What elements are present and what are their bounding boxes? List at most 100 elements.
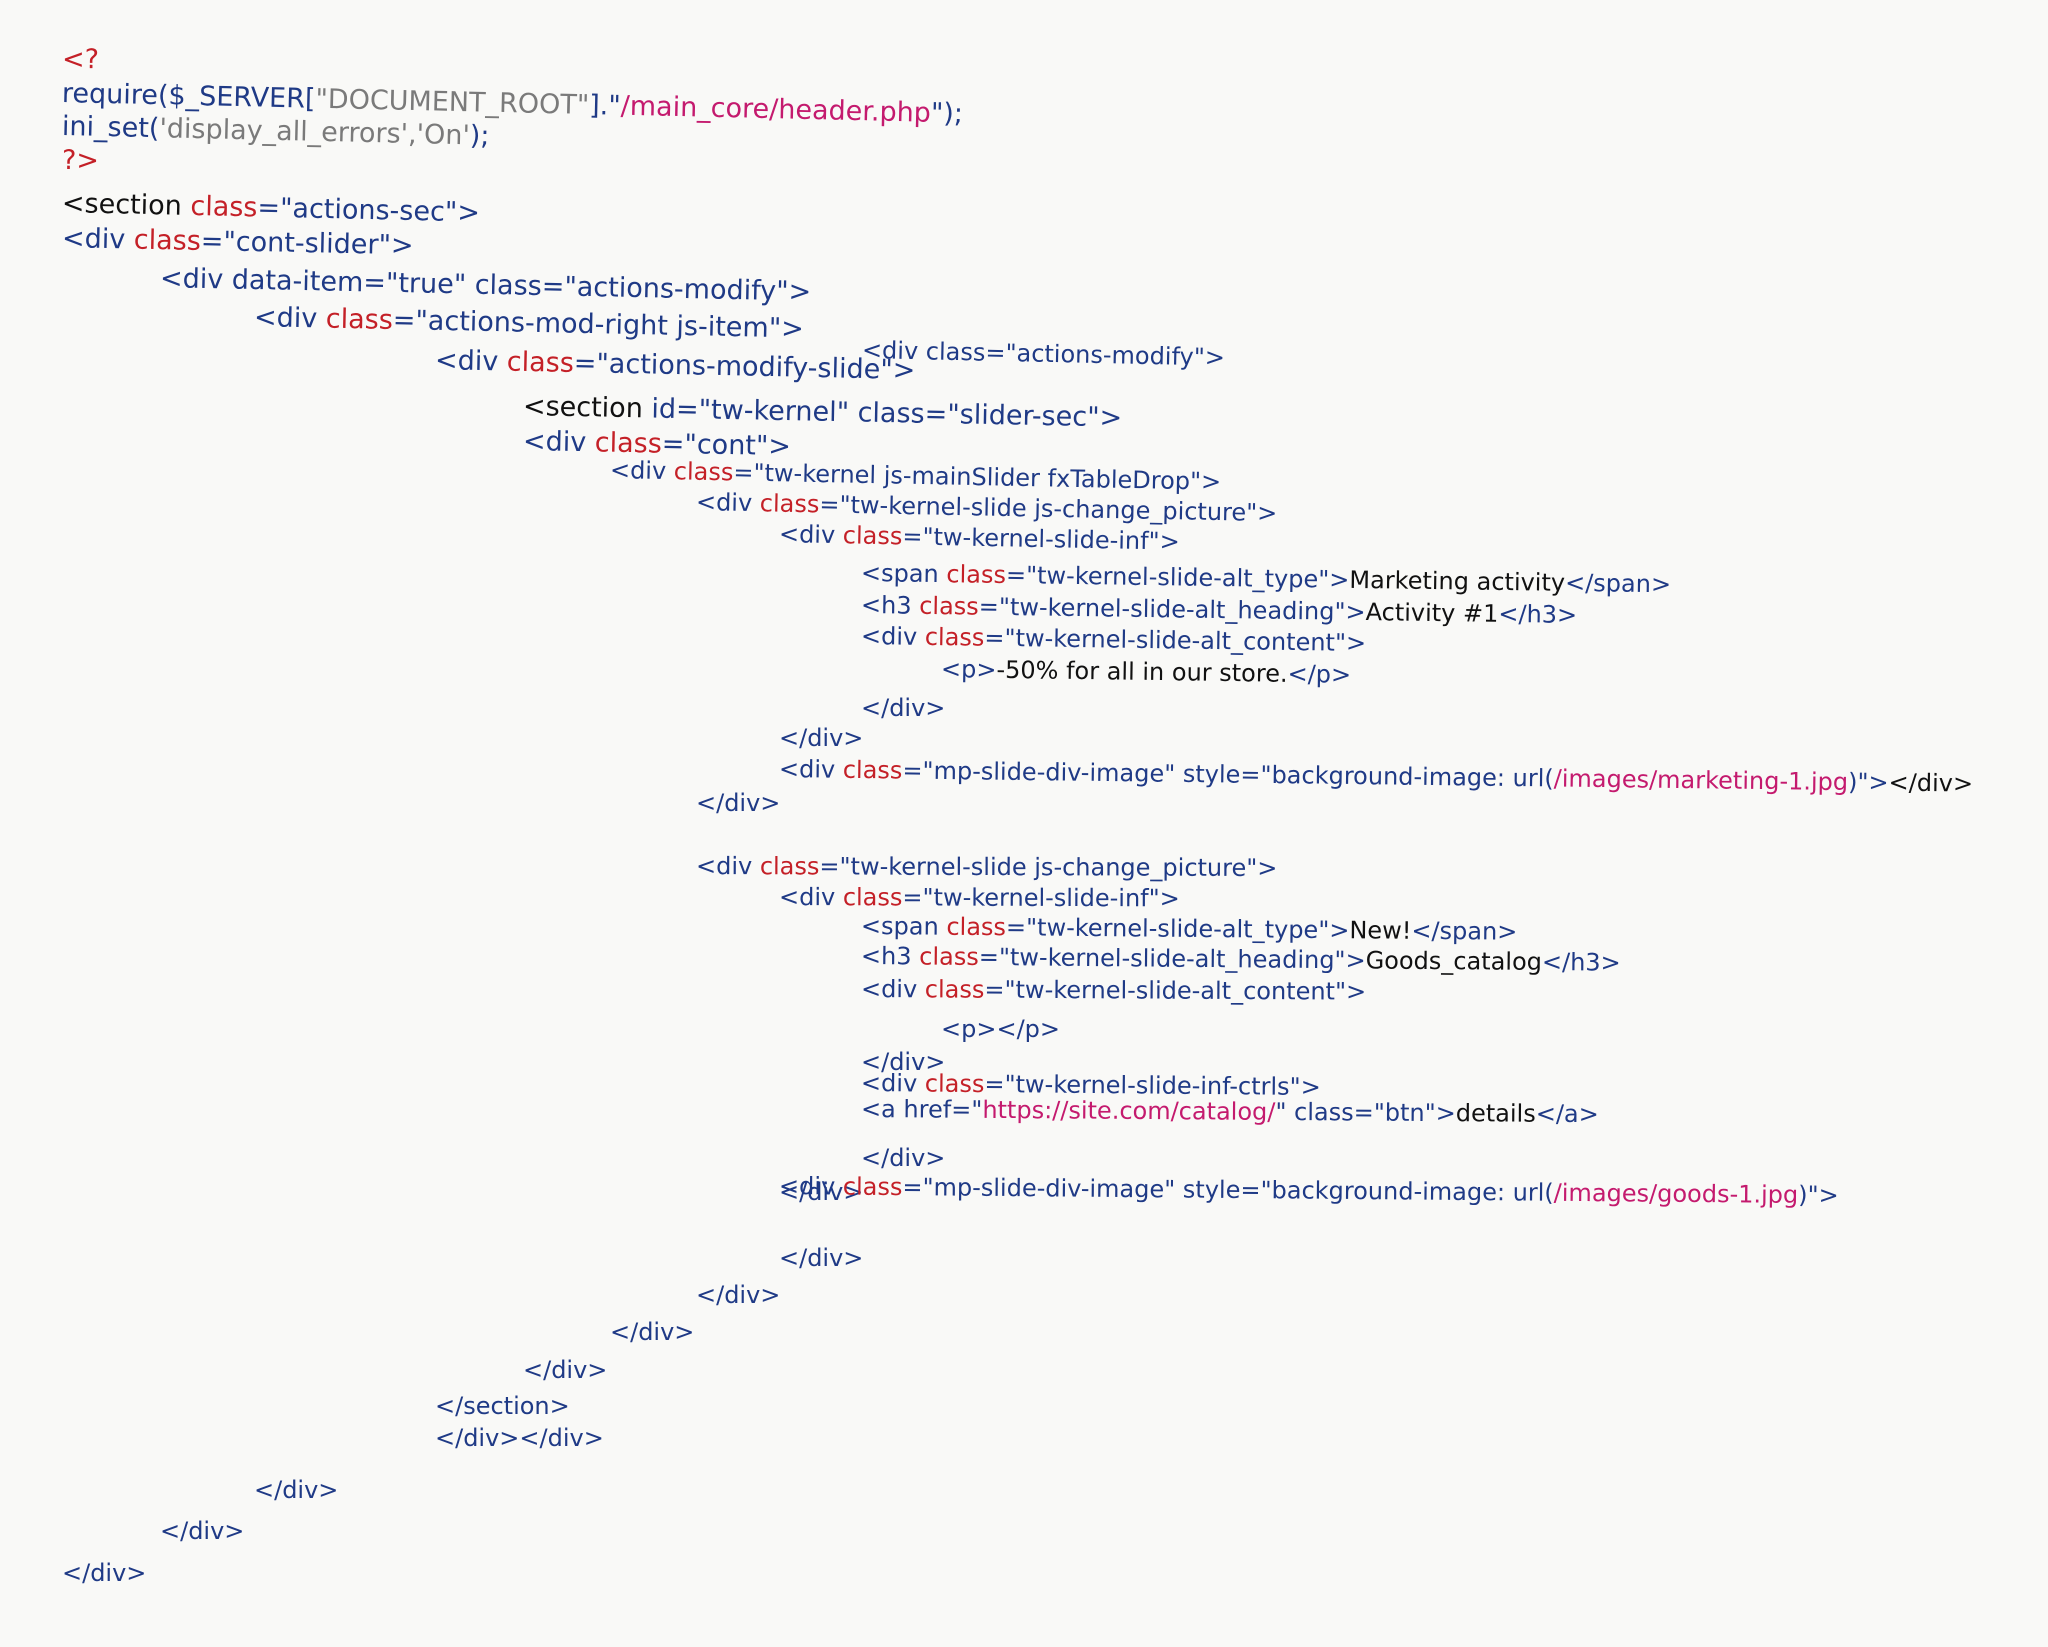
code-token: ="actions-mod-right js-item"> — [392, 304, 805, 345]
code-line: <h3 class="tw-kernel-slide-alt_heading">… — [860, 591, 1578, 629]
code-token: <div — [695, 488, 761, 518]
code-token: ="tw-kernel-slide-alt_heading"> — [978, 943, 1366, 975]
code-token: class — [190, 190, 258, 224]
code-token: class — [924, 975, 985, 1004]
code-token: </div> — [160, 1517, 245, 1545]
code-line: </div> — [779, 1246, 863, 1270]
code-token: ="tw-kernel-slide js-change_picture"> — [819, 852, 1278, 883]
code-token: class — [946, 912, 1007, 942]
code-token: 'display_all_errors','On' — [159, 113, 471, 152]
code-line: <h3 class="tw-kernel-slide-alt_heading">… — [860, 942, 1621, 977]
code-token: <div — [860, 1069, 925, 1098]
code-token: <p></p> — [941, 1015, 1060, 1043]
code-token: )"> — [1798, 1180, 1839, 1210]
code-token: <? — [61, 44, 100, 76]
code-line: </div> — [696, 791, 780, 815]
code-line: </div> — [610, 1320, 694, 1344]
code-token: </a> — [1535, 1099, 1599, 1129]
code-line: <div data-item="true" class="actions-mod… — [160, 263, 812, 308]
code-token: <div — [778, 1172, 843, 1201]
code-token: ="tw-kernel-slide-alt_content"> — [984, 975, 1367, 1006]
code-token: <h3 — [860, 942, 920, 971]
code-token: href=" — [903, 1095, 983, 1124]
code-token: <div — [778, 755, 844, 784]
code-token: New! — [1349, 916, 1412, 945]
code-token: /images/goods-1.jpg — [1553, 1178, 1799, 1209]
code-token: ="tw-kernel-slide-alt_heading"> — [978, 592, 1366, 627]
code-token: ="tw-kernel-slide-inf"> — [902, 883, 1180, 913]
code-token: class — [673, 457, 734, 487]
code-token: /main_core/header.php — [620, 90, 932, 129]
code-token: ="tw-kernel-slide-inf"> — [902, 522, 1181, 556]
code-token: ="mp-slide-div-image" style="background-… — [902, 1173, 1554, 1207]
code-line: <div class="tw-kernel-slide js-change_pi… — [695, 852, 1278, 883]
code-line: <div class="actions-modify-slide"> — [434, 345, 916, 387]
code-token: <div — [522, 426, 596, 459]
code-line: </div> — [861, 1146, 945, 1170]
code-token: "DOCUMENT_ROOT" — [315, 83, 590, 121]
code-token: <div — [253, 302, 327, 335]
code-token: <div — [61, 223, 135, 256]
code-token: ); — [469, 120, 490, 152]
code-line: </div> — [861, 1050, 945, 1074]
code-token: /images/marketing-1.jpg — [1553, 764, 1849, 797]
code-token: </section> — [435, 1392, 570, 1420]
code-token: class — [506, 346, 575, 379]
code-line: ini_set('display_all_errors','On'); — [61, 111, 490, 152]
code-token: Activity #1 — [1365, 598, 1499, 628]
code-line: <p></p> — [941, 1017, 1060, 1041]
code-token: Marketing activity — [1349, 565, 1566, 597]
code-token: <div — [695, 852, 760, 881]
code-token: </div> — [696, 1281, 781, 1309]
code-line: <div class="actions-mod-right js-item"> — [253, 302, 805, 345]
code-token: class — [919, 942, 979, 972]
code-token: </div> — [861, 1048, 946, 1076]
code-token: ="actions-modify-slide"> — [573, 347, 916, 387]
code-line: <section id="tw-kernel" class="slider-se… — [523, 391, 1123, 434]
code-token: class — [325, 303, 394, 336]
code-token: ="actions-sec"> — [257, 192, 481, 229]
code-token: <h3 — [860, 591, 920, 620]
code-token: " class="btn"> — [1275, 1097, 1456, 1128]
code-token: <div — [609, 456, 675, 486]
code-line: <div class="tw-kernel-slide-inf"> — [779, 520, 1181, 556]
code-token: class — [759, 852, 820, 881]
code-token: <a — [860, 1095, 904, 1124]
code-line: </div> — [160, 1519, 244, 1543]
code-token: <section — [61, 188, 191, 222]
code-token: class — [842, 521, 903, 551]
code-token: )"> — [1847, 768, 1889, 797]
code-line: </div> — [254, 1478, 338, 1502]
code-token: class — [842, 883, 903, 912]
code-token: class — [919, 591, 979, 621]
code-token: ]." — [588, 89, 622, 122]
code-token: </h3> — [1541, 947, 1621, 977]
code-token: class — [133, 224, 202, 257]
code-line: <p>-50% for all in our store.</p> — [940, 655, 1352, 689]
code-line: <div class="cont"> — [522, 426, 792, 462]
code-token: details — [1455, 1099, 1536, 1128]
code-token: </div> — [861, 1144, 946, 1172]
code-token: </div> — [779, 724, 864, 752]
code-token: require($_SERVER[ — [61, 78, 316, 115]
code-line: </div></div> — [435, 1426, 604, 1450]
code-token: class — [924, 622, 985, 652]
code-token: <p> — [940, 655, 997, 684]
code-token: </div> — [1888, 768, 1974, 798]
code-token: Goods_catalog — [1365, 946, 1543, 976]
code-token: class — [946, 560, 1007, 590]
code-line: <div class="actions-modify"> — [862, 336, 1225, 372]
code-line: </div> — [861, 696, 945, 720]
code-line: <span class="tw-kernel-slide-alt_type">M… — [861, 559, 1671, 598]
code-line: </section> — [435, 1394, 570, 1418]
code-token: https://site.com/catalog/ — [982, 1095, 1276, 1126]
code-token: </span> — [1411, 916, 1518, 946]
code-token: id="tw-kernel" class="slider-sec"> — [651, 393, 1123, 434]
code-token: class — [842, 1172, 903, 1202]
code-token: </div> — [779, 1244, 864, 1272]
code-token: <div — [434, 345, 508, 378]
code-line: <div class="tw-kernel-slide-inf"> — [779, 883, 1180, 913]
code-token: ="cont-slider"> — [200, 225, 414, 262]
code-token: ini_set( — [61, 111, 160, 145]
